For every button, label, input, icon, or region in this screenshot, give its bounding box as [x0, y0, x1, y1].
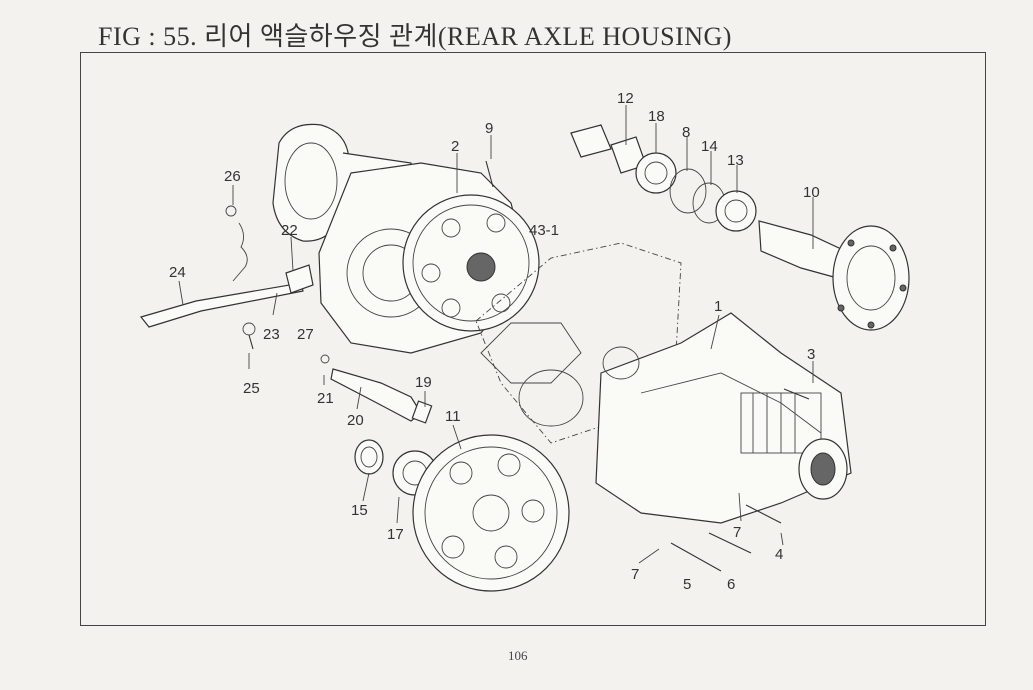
callout-9: 9 — [485, 120, 493, 137]
gear-11-assembly — [354, 434, 570, 592]
callouts: 12 18 8 14 13 10 9 2 26 43-1 22 24 1 3 2… — [169, 90, 820, 593]
callout-4: 4 — [775, 546, 783, 563]
callout-10: 10 — [803, 184, 820, 201]
shaft-20 — [320, 354, 433, 424]
callout-6: 6 — [727, 576, 735, 593]
callout-15: 15 — [351, 502, 368, 519]
rear-axle-housing-diagram: 12 18 8 14 13 10 9 2 26 43-1 22 24 1 3 2… — [139, 90, 910, 593]
callout-17: 17 — [387, 526, 404, 543]
callout-12: 12 — [617, 90, 634, 107]
page-number: 106 — [508, 648, 528, 663]
callout-5: 5 — [683, 576, 691, 593]
brake-lever-assembly — [139, 205, 314, 350]
callout-20: 20 — [347, 412, 364, 429]
callout-2: 2 — [451, 138, 459, 155]
callout-26: 26 — [224, 168, 241, 185]
callout-8: 8 — [682, 124, 690, 141]
callout-25: 25 — [243, 380, 260, 397]
callout-7a: 7 — [733, 524, 741, 541]
left-flange-assembly — [272, 123, 540, 354]
housing-body — [480, 312, 852, 524]
callout-7b: 7 — [631, 566, 639, 583]
bolts — [485, 160, 810, 572]
gasket-43-1 — [475, 242, 682, 444]
callout-11: 11 — [445, 408, 461, 425]
callout-21: 21 — [317, 390, 334, 407]
callout-18: 18 — [648, 108, 665, 125]
callout-24: 24 — [169, 264, 186, 281]
callout-3: 3 — [807, 346, 815, 363]
axle-shaft-assembly — [570, 124, 910, 331]
callout-14: 14 — [701, 138, 718, 155]
callout-1: 1 — [714, 298, 722, 315]
figure-title: FIG : 55. 리어 액슬하우징 관계(REAR AXLE HOUSING) — [98, 22, 732, 51]
callout-22: 22 — [281, 222, 298, 239]
callout-13: 13 — [727, 152, 744, 169]
callout-27: 27 — [297, 326, 314, 343]
callout-23: 23 — [263, 326, 280, 343]
callout-43-1: 43-1 — [529, 222, 559, 239]
diagram-frame: 12 18 8 14 13 10 9 2 26 43-1 22 24 1 3 2… — [80, 52, 986, 626]
leader-lines — [178, 105, 814, 564]
callout-19: 19 — [415, 374, 432, 391]
